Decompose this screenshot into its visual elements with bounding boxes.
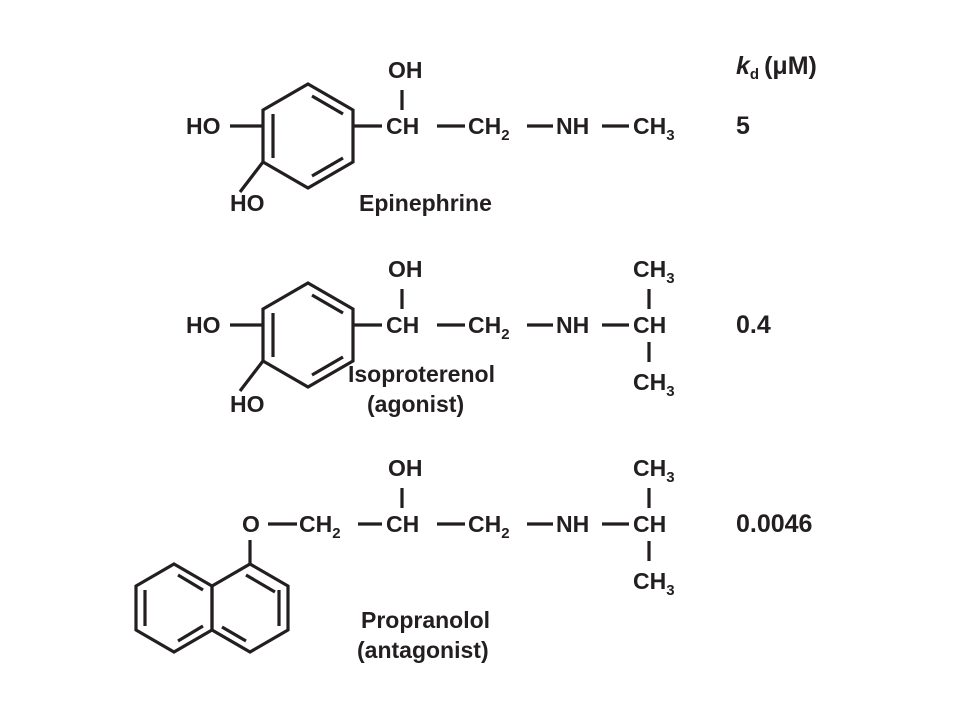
epi-ho-meta: HO <box>230 190 265 216</box>
iso-ch2: CH2 <box>468 312 510 343</box>
kd-unit: (μM) <box>764 52 817 80</box>
iso-ch: CH <box>386 312 419 338</box>
pro-ch: CH <box>386 511 419 537</box>
benzene-ring <box>261 281 355 389</box>
iso-oh: OH <box>388 256 423 282</box>
epi-nh: NH <box>556 113 589 139</box>
pro-ch3-bottom: CH3 <box>633 568 675 599</box>
pro-nh: NH <box>556 511 589 537</box>
molecule-epinephrine: HO HO OH CH CH2 NH CH3 Epinephrine 5 <box>186 57 750 216</box>
iso-ho-meta: HO <box>230 391 265 417</box>
kd-symbol: k <box>736 52 751 80</box>
epi-oh: OH <box>388 57 423 83</box>
benzene-ring <box>261 82 355 190</box>
pro-name: Propranolol <box>361 607 490 633</box>
iso-ch3-bottom: CH3 <box>633 369 675 400</box>
iso-role: (agonist) <box>367 391 464 417</box>
epi-ho-para: HO <box>186 113 221 139</box>
iso-ch3-top: CH3 <box>633 256 675 287</box>
pro-ch3-top: CH3 <box>633 455 675 486</box>
pro-role: (antagonist) <box>357 637 489 663</box>
kd-subscript: d <box>750 66 759 83</box>
pro-ch-isopropyl: CH <box>633 511 666 537</box>
epi-name: Epinephrine <box>359 190 492 216</box>
naphthalene-ring <box>134 562 290 654</box>
iso-nh: NH <box>556 312 589 338</box>
pro-kd: 0.0046 <box>736 510 812 538</box>
molecule-isoproterenol: HO HO OH CH CH2 NH CH CH3 CH3 Isoprotere… <box>186 256 771 417</box>
iso-ho-para: HO <box>186 312 221 338</box>
epi-ch: CH <box>386 113 419 139</box>
pro-o: O <box>242 511 260 537</box>
pro-ch2-b: CH2 <box>468 511 510 542</box>
iso-ch-isopropyl: CH <box>633 312 666 338</box>
iso-name: Isoproterenol <box>348 361 495 387</box>
pro-oh: OH <box>388 455 423 481</box>
pro-ch2-a: CH2 <box>299 511 341 542</box>
epi-kd: 5 <box>736 112 750 140</box>
epi-ch2: CH2 <box>468 113 510 144</box>
epi-ch3: CH3 <box>633 113 675 144</box>
iso-kd: 0.4 <box>736 311 771 339</box>
molecule-propranolol: O CH2 OH CH CH2 NH CH CH3 CH3 Propranolo… <box>134 455 812 663</box>
kd-header: kd (μM) <box>736 52 817 83</box>
svg-text:kd(μM): kd (μM) <box>736 52 817 83</box>
